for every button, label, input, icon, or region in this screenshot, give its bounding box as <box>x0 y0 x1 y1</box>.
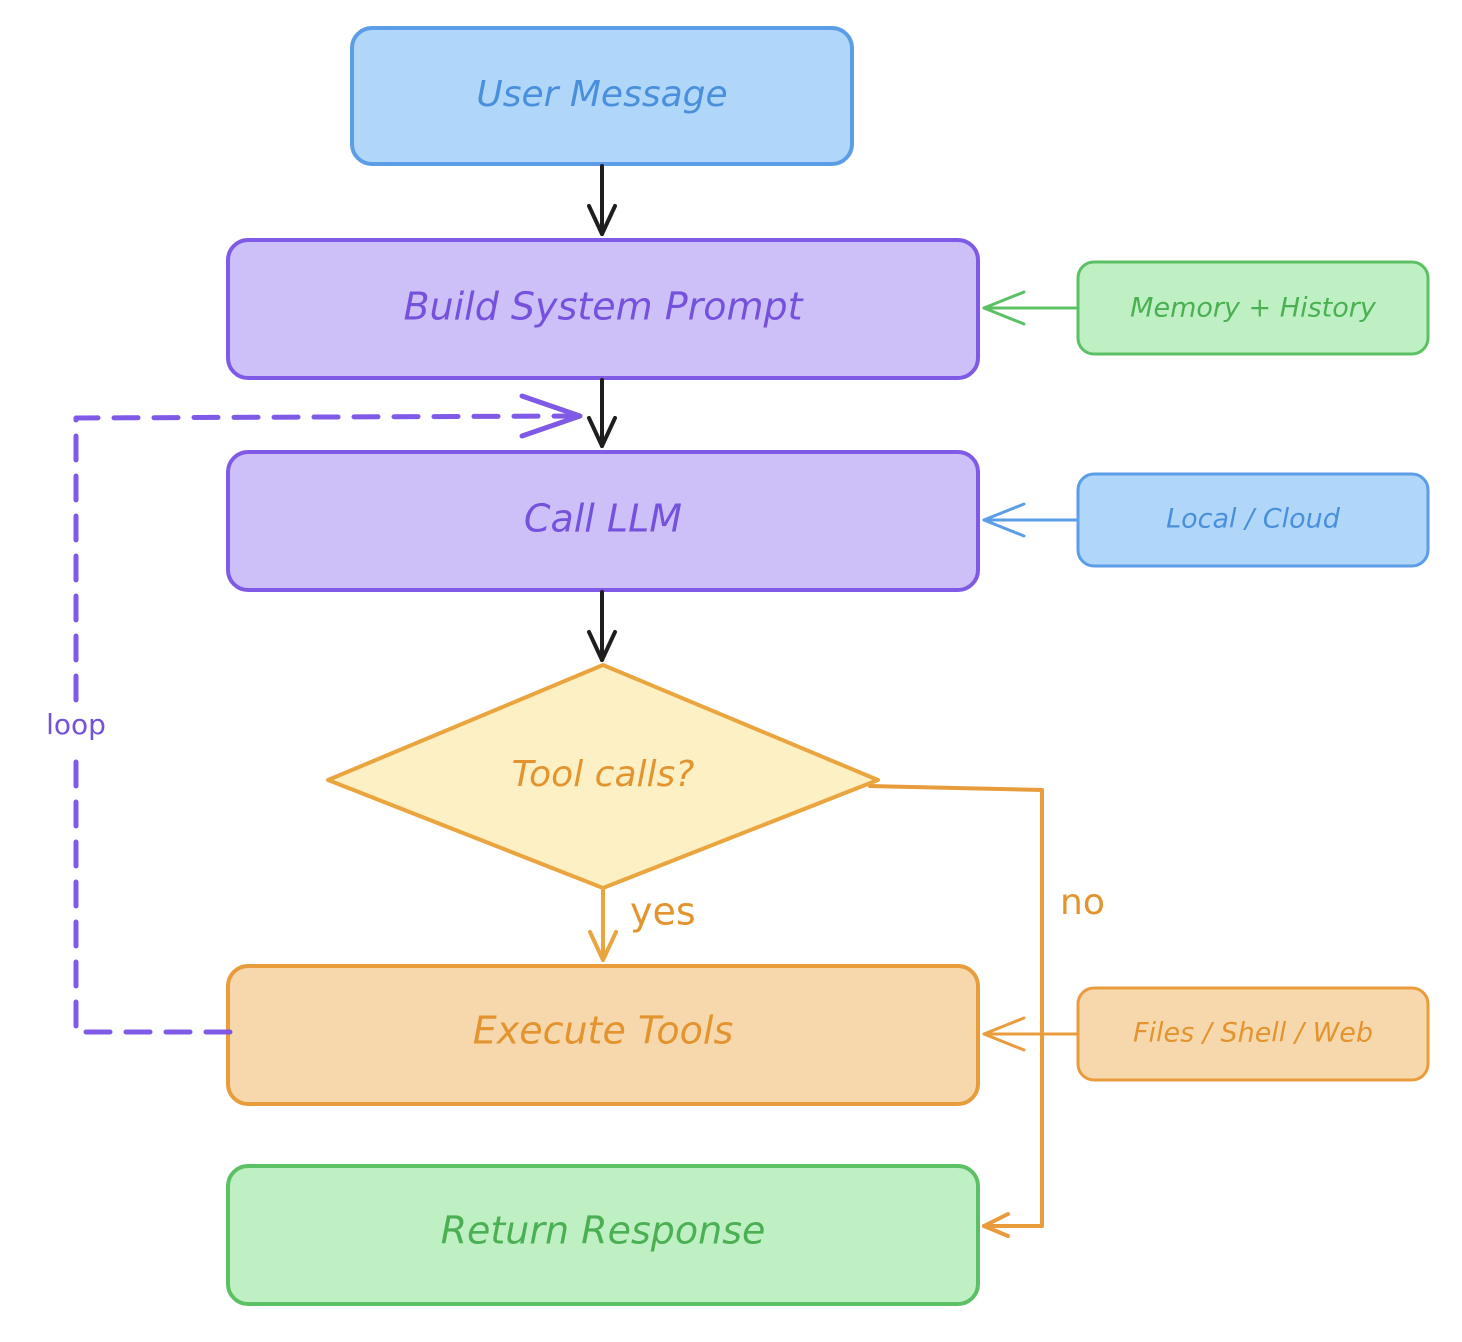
yes-label: yes <box>630 890 696 934</box>
files-shell-web-label: Files / Shell / Web <box>1133 1018 1373 1049</box>
tool-calls-label: Tool calls? <box>512 754 695 795</box>
arrow-yes <box>588 888 618 962</box>
local-cloud-node: Local / Cloud <box>1076 472 1430 568</box>
arrow-memory-to-build <box>982 290 1078 326</box>
files-shell-web-node: Files / Shell / Web <box>1076 986 1430 1082</box>
arrow-loop <box>73 393 583 1035</box>
arrow-files-to-execute <box>982 1016 1078 1052</box>
arrow-local-cloud-to-call <box>982 502 1078 538</box>
return-response-node: Return Response <box>226 1164 980 1306</box>
arrow-no <box>868 784 1044 1238</box>
call-llm-node: Call LLM <box>226 450 980 592</box>
build-system-prompt-node: Build System Prompt <box>226 238 980 380</box>
loop-label: loop <box>46 708 106 741</box>
local-cloud-label: Local / Cloud <box>1166 504 1341 535</box>
arrow-build-to-call <box>587 378 617 448</box>
memory-history-node: Memory + History <box>1076 260 1430 356</box>
arrow-call-to-decision <box>587 590 617 662</box>
memory-history-label: Memory + History <box>1130 293 1377 324</box>
arrow-user-to-build <box>587 164 617 236</box>
call-llm-label: Call LLM <box>524 497 682 541</box>
user-message-label: User Message <box>476 74 727 115</box>
user-message-node: User Message <box>350 26 854 166</box>
tool-calls-decision: Tool calls? <box>326 663 880 890</box>
build-system-prompt-label: Build System Prompt <box>403 285 804 329</box>
no-label: no <box>1060 882 1105 923</box>
execute-tools-node: Execute Tools <box>226 964 980 1106</box>
return-response-label: Return Response <box>441 1209 766 1253</box>
execute-tools-label: Execute Tools <box>473 1009 734 1053</box>
